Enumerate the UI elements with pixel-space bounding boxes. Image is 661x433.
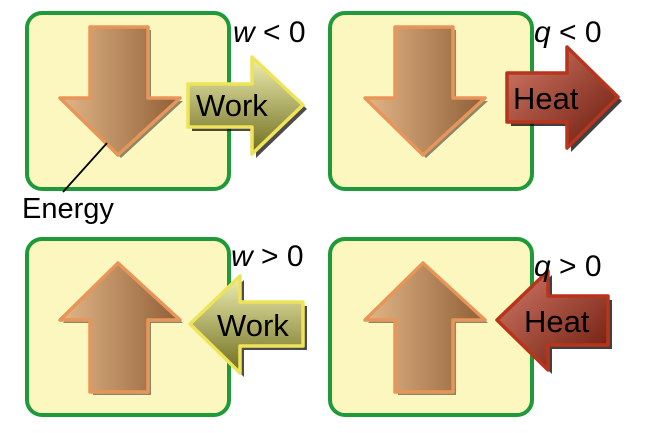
work-arrow-out-icon — [186, 55, 307, 158]
panel-work-out: Work w < 0 — [25, 11, 307, 191]
energy-arrow-down-icon — [58, 25, 183, 158]
heat-arrow-out-icon — [505, 45, 622, 152]
energy-arrow-down-icon — [363, 25, 488, 158]
energy-label: Energy — [22, 193, 114, 225]
energy-callout: Energy — [22, 142, 114, 225]
sign-condition: q > 0 — [534, 250, 602, 283]
transfer-label: Work — [196, 88, 268, 123]
sign-condition: w > 0 — [231, 240, 304, 273]
sign-condition: w < 0 — [233, 16, 306, 49]
energy-arrow-up-icon — [58, 261, 183, 395]
panel-heat-out: Heat q < 0 — [328, 11, 622, 191]
energy-arrow-up-icon — [363, 261, 488, 395]
panel-work-in: Work w > 0 — [25, 237, 307, 417]
transfer-label: Heat — [513, 81, 579, 116]
heat-arrow-in-icon — [495, 269, 612, 374]
panel-heat-in: Heat q > 0 — [328, 237, 612, 417]
work-arrow-in-icon — [188, 274, 307, 377]
sign-condition: q < 0 — [534, 16, 602, 49]
transfer-label: Heat — [524, 304, 590, 339]
transfer-label: Work — [217, 308, 289, 343]
energy-leader-line — [62, 142, 108, 193]
